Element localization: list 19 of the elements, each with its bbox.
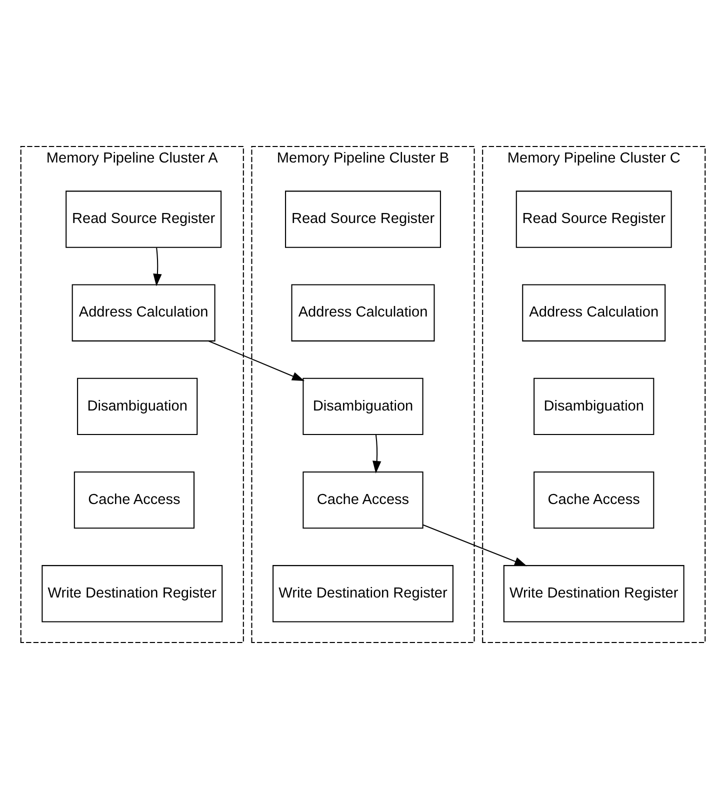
node-box: Write Destination Register	[272, 565, 454, 622]
node-box: Disambiguation	[77, 378, 198, 436]
node-box: Cache Access	[74, 471, 195, 529]
node-box: Address Calculation	[291, 284, 435, 342]
arrow	[372, 434, 382, 474]
node-box: Read Source Register	[516, 190, 672, 248]
node-box: Address Calculation	[72, 284, 216, 342]
arrow	[422, 524, 527, 566]
node-box: Write Destination Register	[42, 565, 223, 622]
arrow	[208, 340, 305, 382]
node-box: Disambiguation	[534, 378, 654, 436]
node-box: Disambiguation	[302, 378, 424, 436]
arrow	[153, 248, 162, 286]
node-box: Read Source Register	[285, 190, 441, 248]
node-box: Read Source Register	[66, 190, 222, 248]
node-box: Write Destination Register	[503, 565, 684, 622]
node-box: Address Calculation	[522, 284, 666, 342]
node-box: Cache Access	[534, 471, 654, 529]
node-box: Cache Access	[302, 471, 424, 529]
